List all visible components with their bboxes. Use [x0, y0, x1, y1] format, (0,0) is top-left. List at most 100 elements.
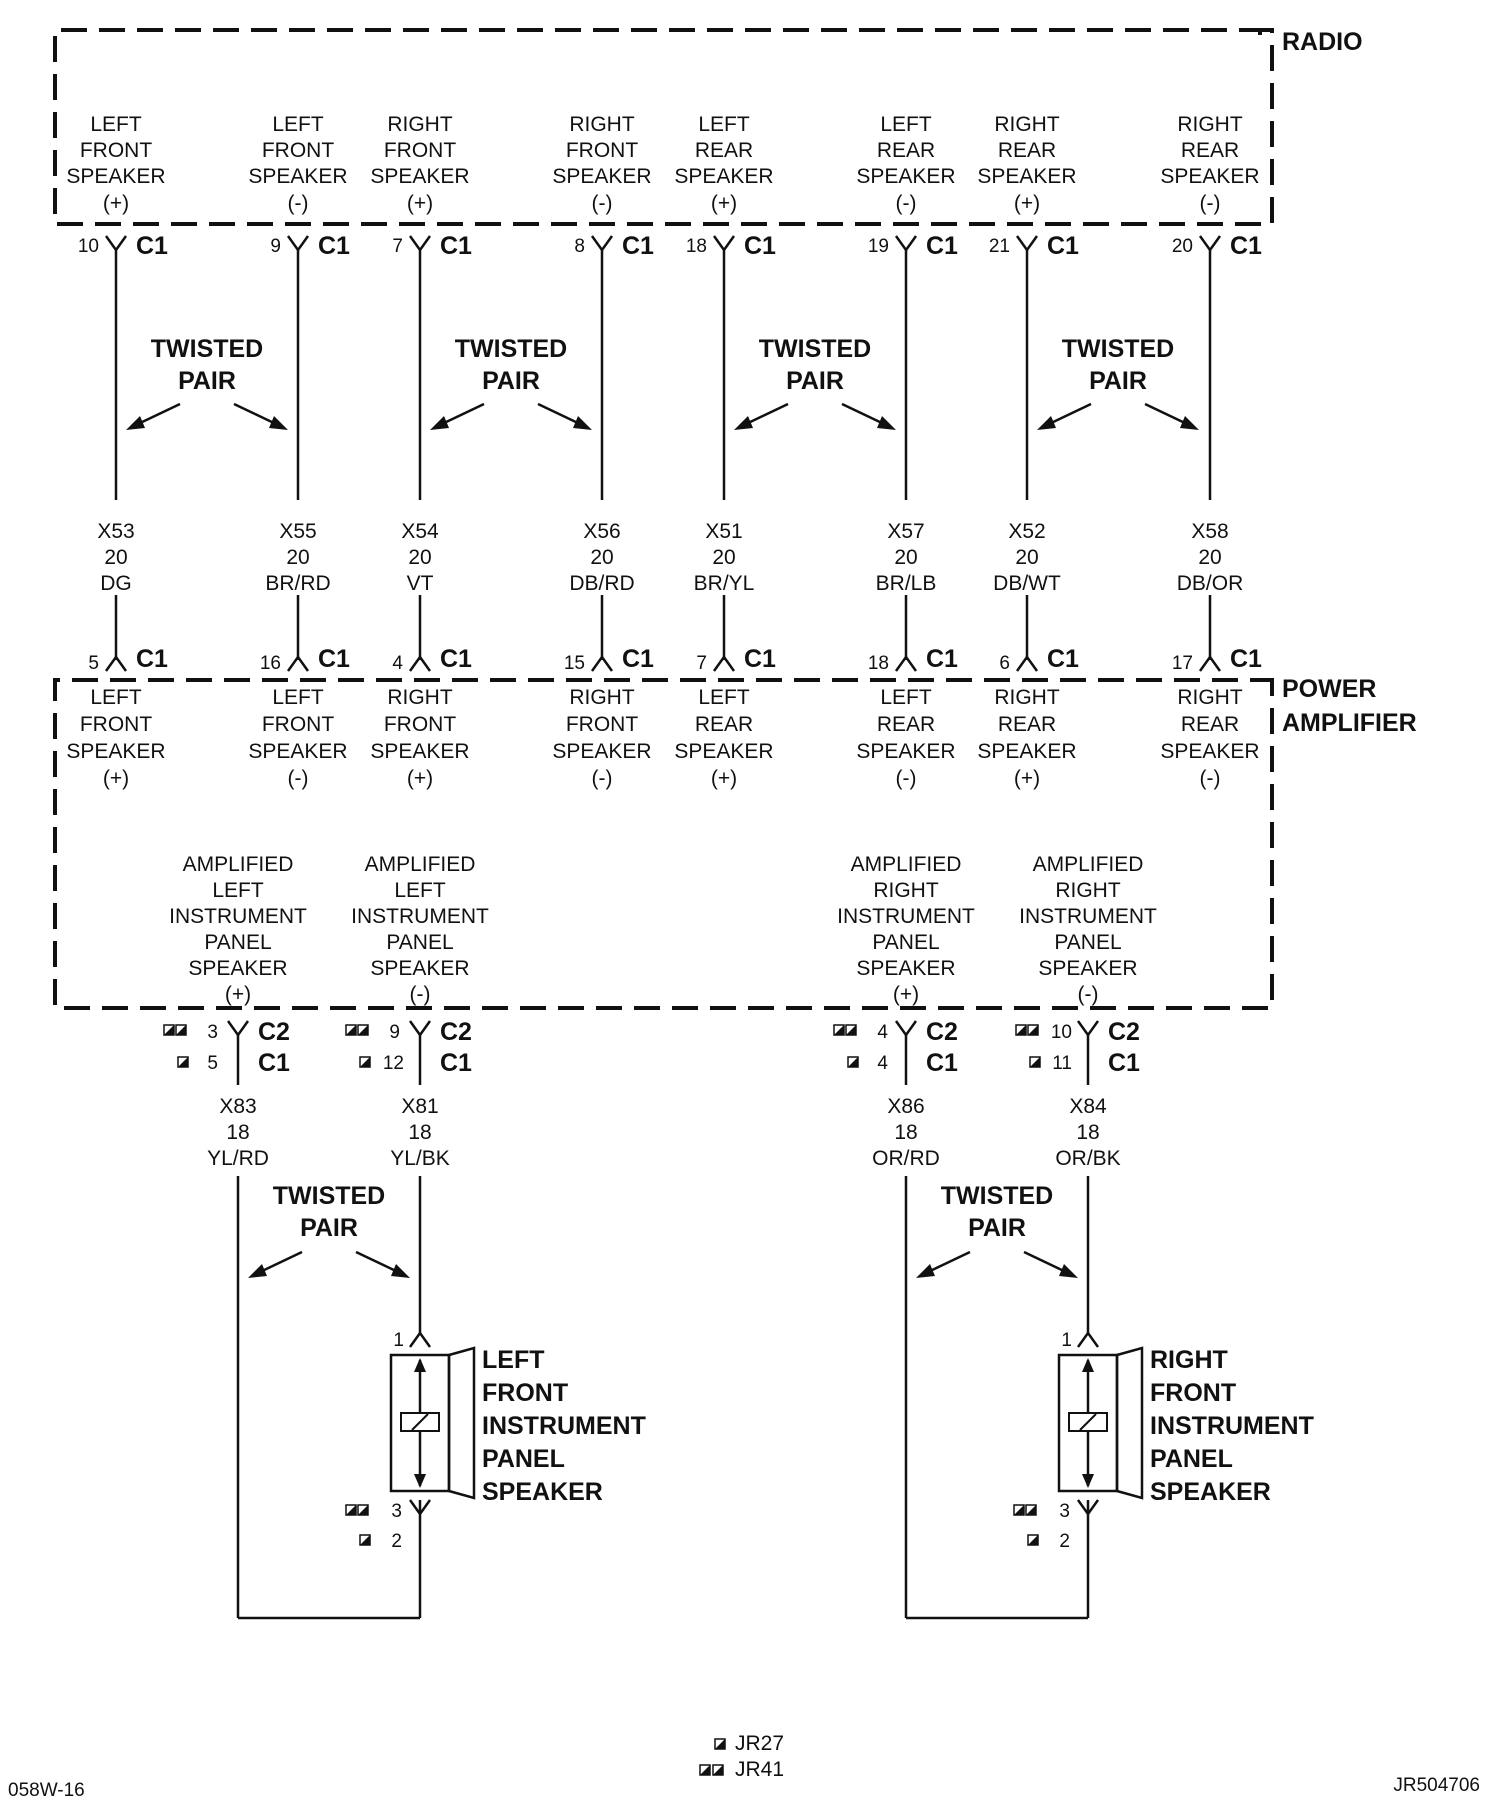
svg-text:LEFT: LEFT: [482, 1346, 545, 1374]
svg-text:4: 4: [877, 1022, 888, 1043]
jr27-marker-icon: [359, 1534, 371, 1546]
svg-text:INSTRUMENT: INSTRUMENT: [169, 905, 307, 928]
radio-pin-label: SPEAKER: [977, 165, 1076, 188]
svg-text:2: 2: [1059, 1531, 1070, 1552]
svg-text:AMPLIFIED: AMPLIFIED: [365, 853, 476, 876]
svg-text:LEFT: LEFT: [90, 686, 142, 709]
svg-text:19: 19: [868, 236, 889, 257]
svg-text:PAIR: PAIR: [968, 1214, 1026, 1242]
jr41-marker-icon: [163, 1024, 175, 1036]
svg-text:REAR: REAR: [1181, 713, 1239, 736]
svg-text:FRONT: FRONT: [566, 713, 638, 736]
svg-text:YL/BK: YL/BK: [390, 1147, 450, 1170]
svg-text:C1: C1: [926, 1049, 958, 1077]
radio-amp-wires: [114, 250, 1212, 660]
jr27-marker-icon: [847, 1056, 859, 1068]
svg-text:SPEAKER: SPEAKER: [482, 1478, 603, 1506]
radio-pin-polarity: (-): [592, 192, 613, 215]
svg-text:16: 16: [260, 653, 281, 674]
svg-text:C2: C2: [440, 1018, 472, 1046]
svg-text:4: 4: [392, 653, 403, 674]
svg-text:7: 7: [696, 653, 707, 674]
jr27-marker-icon: [177, 1056, 189, 1068]
svg-text:(-): (-): [410, 983, 431, 1006]
svg-text:12: 12: [383, 1053, 404, 1074]
svg-text:10: 10: [1051, 1022, 1072, 1043]
radio-connector-pin: 10 C1: [78, 232, 168, 260]
svg-text:SPEAKER: SPEAKER: [370, 957, 469, 980]
svg-text:C1: C1: [136, 645, 168, 673]
svg-text:PAIR: PAIR: [786, 367, 844, 395]
variant-legend: JR27 JR41: [699, 1732, 784, 1781]
svg-text:SPEAKER: SPEAKER: [856, 740, 955, 763]
twisted-pair-label: TWISTED PAIR: [430, 335, 592, 430]
radio-pin-label: FRONT: [384, 139, 456, 162]
svg-text:15: 15: [564, 653, 585, 674]
svg-text:INSTRUMENT: INSTRUMENT: [351, 905, 489, 928]
svg-text:DB/WT: DB/WT: [993, 572, 1061, 595]
svg-text:PANEL: PANEL: [204, 931, 271, 954]
svg-text:FRONT: FRONT: [482, 1379, 568, 1407]
svg-text:C2: C2: [1108, 1018, 1140, 1046]
svg-text:C2: C2: [258, 1018, 290, 1046]
jr41-marker-icon: [345, 1024, 357, 1036]
svg-text:C1: C1: [1108, 1049, 1140, 1077]
svg-text:YL/RD: YL/RD: [207, 1147, 269, 1170]
radio-pin-label: SPEAKER: [552, 165, 651, 188]
svg-text:OR/RD: OR/RD: [872, 1147, 940, 1170]
svg-text:3: 3: [1059, 1501, 1070, 1522]
radio-pin-label: RIGHT: [1177, 113, 1243, 136]
radio-pin-label: SPEAKER: [1160, 165, 1259, 188]
svg-text:10: 10: [78, 236, 99, 257]
svg-text:FRONT: FRONT: [80, 713, 152, 736]
svg-text:20: 20: [712, 546, 735, 569]
radio-pin-label: SPEAKER: [674, 165, 773, 188]
svg-text:X52: X52: [1008, 520, 1045, 543]
jr41-marker-icon: [833, 1024, 845, 1036]
svg-text:INSTRUMENT: INSTRUMENT: [1150, 1412, 1314, 1440]
svg-text:C1: C1: [136, 232, 168, 260]
svg-text:TWISTED: TWISTED: [941, 1182, 1054, 1210]
svg-text:20: 20: [104, 546, 127, 569]
svg-text:PANEL: PANEL: [386, 931, 453, 954]
svg-text:TWISTED: TWISTED: [1062, 335, 1175, 363]
radio-pin-polarity: (+): [711, 192, 737, 215]
svg-text:SPEAKER: SPEAKER: [248, 740, 347, 763]
svg-text:RIGHT: RIGHT: [1177, 686, 1243, 709]
svg-text:C1: C1: [622, 232, 654, 260]
twisted-pair-label: TWISTED PAIR: [126, 335, 288, 430]
svg-text:(-): (-): [592, 767, 613, 790]
svg-text:X84: X84: [1069, 1095, 1107, 1118]
svg-text:C2: C2: [926, 1018, 958, 1046]
svg-text:REAR: REAR: [695, 713, 753, 736]
svg-text:FRONT: FRONT: [1150, 1379, 1236, 1407]
svg-text:(-): (-): [896, 767, 917, 790]
svg-text:SPEAKER: SPEAKER: [66, 740, 165, 763]
svg-text:TWISTED: TWISTED: [759, 335, 872, 363]
svg-text:INSTRUMENT: INSTRUMENT: [1019, 905, 1157, 928]
radio-pin-polarity: (+): [103, 192, 129, 215]
amplifier-connector-pin: 4 C1: [392, 645, 472, 674]
output-connector-pin: 4 C2 4 C1: [833, 1018, 958, 1085]
svg-text:X83: X83: [219, 1095, 256, 1118]
radio-pin-label: RIGHT: [387, 113, 453, 136]
svg-text:C1: C1: [926, 645, 958, 673]
svg-text:RIGHT: RIGHT: [994, 686, 1060, 709]
twisted-pair-label: TWISTED PAIR: [734, 335, 896, 430]
legend-jr27: JR27: [735, 1732, 784, 1755]
svg-text:RIGHT: RIGHT: [569, 686, 635, 709]
svg-text:C1: C1: [440, 645, 472, 673]
radio-pin-label: REAR: [877, 139, 935, 162]
svg-text:2: 2: [391, 1531, 402, 1552]
svg-text:C1: C1: [1230, 645, 1262, 673]
svg-text:RIGHT: RIGHT: [1055, 879, 1121, 902]
